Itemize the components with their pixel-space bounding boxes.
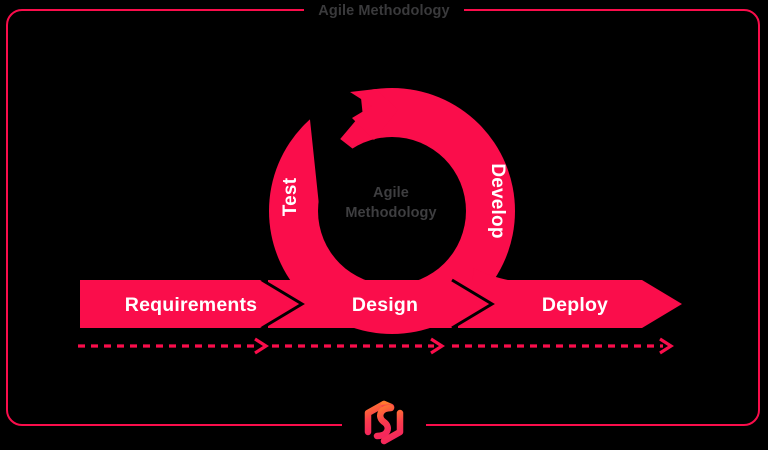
chevron-separator-2 — [451, 278, 495, 330]
logo-mask — [342, 396, 426, 449]
title-mask: Agile Methodology — [304, 3, 464, 19]
chevron-separator-1 — [261, 278, 305, 330]
cube-logo-icon — [364, 400, 404, 444]
logo-container — [0, 396, 768, 449]
progress-arrowhead-3 — [659, 337, 674, 355]
title-container: Agile Methodology — [0, 0, 768, 22]
page-title: Agile Methodology — [318, 3, 450, 19]
center-caption-line-1: Agile — [373, 185, 409, 201]
center-caption: Agile Methodology — [316, 183, 466, 223]
center-caption-line-2: Methodology — [345, 205, 437, 221]
phase-label-requirements: Requirements — [124, 294, 258, 316]
ring-arrowhead — [350, 89, 398, 140]
chevron-deploy[interactable] — [458, 280, 682, 328]
progress-arrowhead-1 — [254, 337, 269, 355]
chevron-requirements[interactable] — [80, 280, 300, 328]
phase-label-design: Design — [351, 294, 419, 316]
phase-label-deploy: Deploy — [541, 294, 609, 316]
progress-arrowhead-2 — [430, 337, 445, 355]
chevron-design[interactable] — [268, 280, 492, 328]
